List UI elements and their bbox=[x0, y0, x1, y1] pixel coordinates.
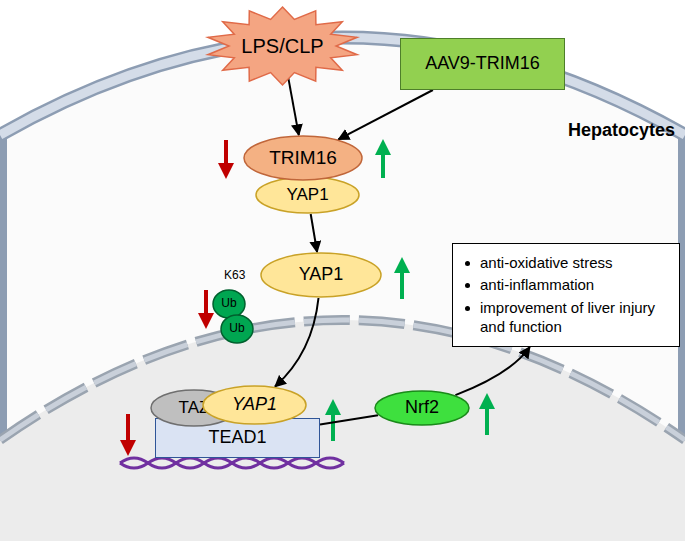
node-content: TRIM16 bbox=[243, 135, 363, 181]
node-text: LPS/CLP bbox=[241, 35, 323, 57]
connector-arrow bbox=[320, 415, 378, 424]
node-text: Nrf2 bbox=[405, 398, 439, 418]
bullet-dot bbox=[465, 306, 470, 311]
node-content: anti-oxidative stress anti-inflammation im… bbox=[453, 244, 679, 346]
protein-ellipse: YAP1 bbox=[255, 176, 360, 214]
node-text: AAV9-TRIM16 bbox=[425, 54, 540, 74]
node-text: Ub bbox=[229, 322, 244, 335]
connector-arrow bbox=[288, 78, 299, 135]
effect-text: anti-oxidative stress bbox=[480, 254, 613, 273]
cell-membrane bbox=[0, 38, 685, 541]
node-content: Ub bbox=[212, 289, 246, 319]
effect-text: anti-inflammation bbox=[480, 276, 594, 295]
effect-text: improvement of liver injury and function bbox=[480, 299, 669, 337]
protein-ellipse: TRIM16 bbox=[243, 135, 363, 181]
bullet-item: anti-oxidative stress bbox=[465, 254, 613, 273]
node-content: YAP1 bbox=[260, 252, 382, 298]
node-text: YAP1 bbox=[299, 265, 344, 285]
dna-strand bbox=[120, 458, 344, 468]
connector-arrow bbox=[311, 214, 317, 252]
bullet-dot bbox=[465, 283, 470, 288]
node-content: YAP1 bbox=[202, 385, 307, 425]
nucleus-area bbox=[0, 320, 685, 541]
node-content: Ub bbox=[220, 314, 254, 344]
node-content: YAP1 bbox=[255, 176, 360, 214]
connector-arrow bbox=[455, 347, 529, 395]
protein-ellipse: YAP1 bbox=[260, 252, 382, 298]
ubiquitin-circle: Ub bbox=[212, 289, 246, 319]
node-content: LPS/CLP bbox=[205, 6, 360, 86]
node-content: Nrf2 bbox=[374, 390, 470, 426]
connector-arrow bbox=[275, 298, 319, 387]
effects-box: anti-oxidative stress anti-inflammation im… bbox=[452, 243, 680, 347]
node-text: YAP1 bbox=[232, 395, 277, 415]
treatment-box: AAV9-TRIM16 bbox=[400, 38, 565, 90]
bullet-dot bbox=[465, 261, 470, 266]
bullet-item: anti-inflammation bbox=[465, 276, 594, 295]
ubiquitin-circle: Ub bbox=[220, 314, 254, 344]
stimulus-starburst: LPS/CLP bbox=[205, 6, 360, 86]
cell-type-label: Hepatocytes bbox=[568, 120, 675, 141]
protein-ellipse: YAP1 bbox=[202, 385, 307, 425]
node-content: AAV9-TRIM16 bbox=[401, 39, 564, 89]
connector-arrow bbox=[338, 90, 433, 139]
protein-ellipse: Nrf2 bbox=[374, 390, 470, 426]
bullet-item: improvement of liver injury and function bbox=[465, 299, 669, 337]
node-text: TRIM16 bbox=[269, 148, 337, 169]
node-text: TEAD1 bbox=[208, 428, 266, 448]
node-text: YAP1 bbox=[286, 186, 328, 205]
node-text: Ub bbox=[221, 297, 236, 310]
residue-label: K63 bbox=[224, 268, 245, 282]
